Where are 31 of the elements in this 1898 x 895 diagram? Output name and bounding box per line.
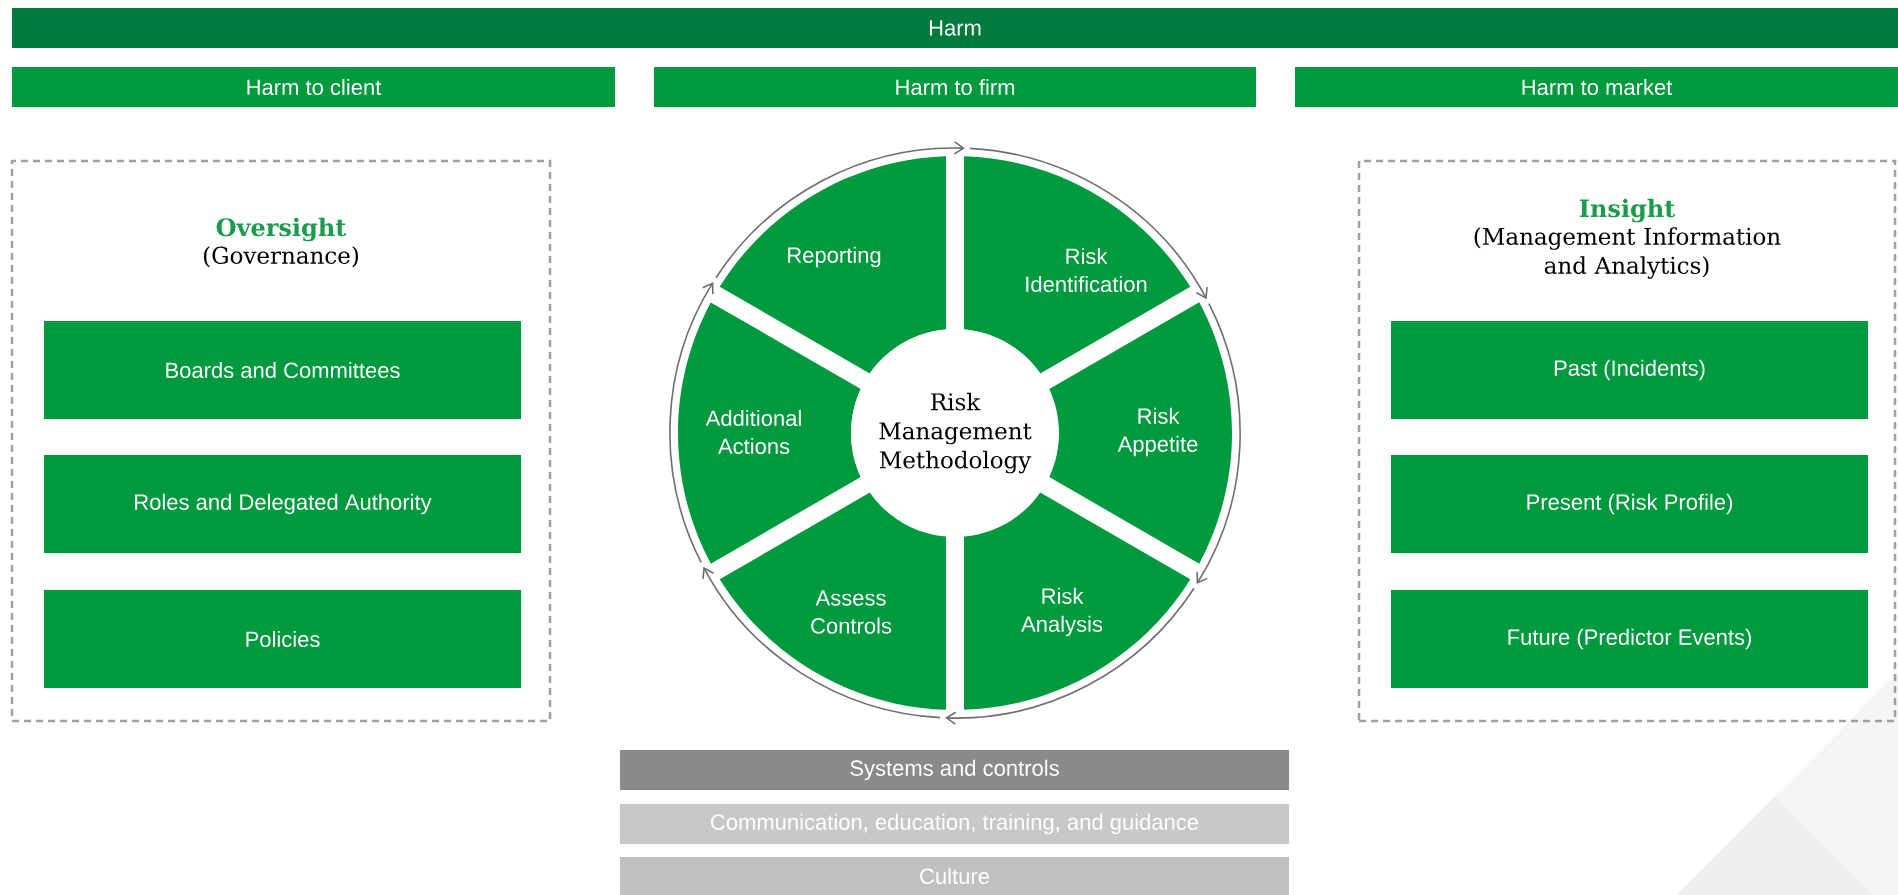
cycle-arrow	[1196, 302, 1241, 585]
section-heading: Insight	[1579, 198, 1676, 223]
wheel-segment: Risk Analysis	[964, 492, 1191, 710]
cycle-arrow	[715, 141, 965, 279]
wheel-segment: Reporting	[719, 156, 946, 374]
node-label: Additional Actions	[705, 409, 801, 455]
section-subheading: (Management Information and Analytics)	[1474, 227, 1781, 279]
cycle-arrow	[969, 147, 1208, 300]
section-subheading: (Governance)	[204, 246, 358, 268]
foundation-bar: Culture	[620, 857, 1289, 895]
category-banner: Harm to firm	[654, 67, 1256, 107]
wheel-segment: Additional Actions	[678, 302, 861, 564]
item-box: Future (Predictor Events)	[1391, 590, 1868, 688]
cycle-arrow	[945, 587, 1195, 725]
category-banner: Harm to client	[12, 67, 615, 107]
category-banner: Harm to market	[1295, 67, 1898, 107]
item-box: Present (Risk Profile)	[1391, 455, 1868, 553]
item-box: Roles and Delegated Authority	[44, 455, 521, 553]
cycle-arrow	[702, 566, 941, 719]
item-box: Boards and Committees	[44, 321, 521, 419]
wheel-segment: Risk Appetite	[1049, 302, 1232, 564]
wheel-segment: Assess Controls	[719, 492, 947, 710]
cycle-arrow	[669, 281, 714, 564]
node-label: Risk Appetite	[1117, 407, 1198, 457]
section-heading: Oversight	[216, 217, 347, 242]
item-box: Past (Incidents)	[1391, 321, 1868, 419]
wheel-segment: Risk Identification	[964, 156, 1191, 374]
foundation-bar: Systems and controls	[620, 750, 1289, 790]
item-box: Policies	[44, 590, 521, 688]
node-label: Risk Management Methodology	[879, 392, 1032, 474]
top-banner: Harm	[12, 8, 1898, 48]
